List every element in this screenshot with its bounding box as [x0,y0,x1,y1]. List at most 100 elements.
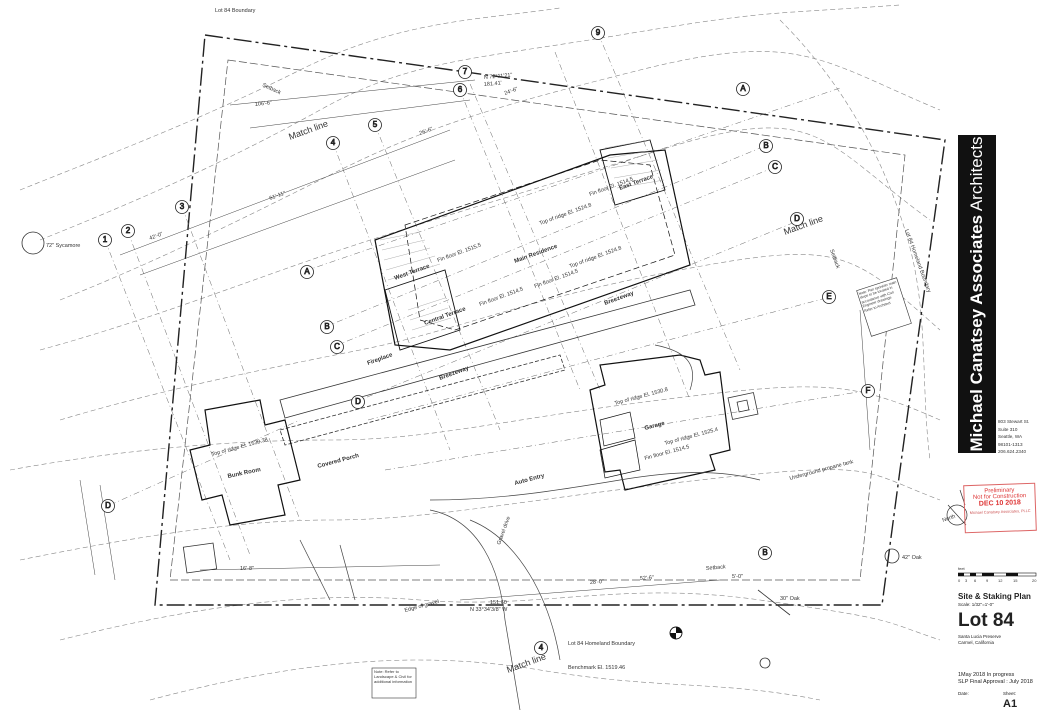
grid-bubble-label: D [355,397,361,406]
grid-bubble-label: 2 [126,226,131,235]
scale-tick: 12 [998,578,1003,583]
grid-bubble-label: E [826,292,831,301]
grid-bubble-A-right: A [736,82,750,96]
scale-tick: 15 [1013,578,1018,583]
label-match-line-1: Match line [287,118,329,141]
grid-bubble-9: 9 [591,26,605,40]
grid-bubble-C: C [330,340,344,354]
label-breezeway-2: Breezeway [604,290,636,306]
grid-bubble-6: 6 [453,83,467,97]
project-location: Santa Lucia Preserve Carmel, California [958,634,1044,646]
label-dim-2: 24'-6" [504,86,519,96]
grid-bubble-B: B [320,320,334,334]
label-dim-8: 52'-6" [640,575,654,582]
label-benchmark: Benchmark El. 1519.46 [568,665,625,671]
label-edge-of-gravel: Edge of gravel [404,599,440,614]
label-bearing-3: 151.60 [490,600,507,606]
label-dim-3: 26'-6" [419,126,434,136]
note-box-top: Note: Pair sprinkler main slope to be lo… [856,277,912,337]
grid-bubble-D-right: D [790,212,804,226]
scale-label: feet [958,566,966,571]
graphic-scale-bar: feet 0 3 6 9 12 15 20 [958,566,1037,583]
setback-line [169,59,906,581]
label-top-ridge-1: Top of ridge El. 1530.38 [211,437,269,458]
grid-bubble-label: 6 [458,85,463,94]
address-line: Suite 310 [998,426,1018,432]
grid-bubble-label: C [334,342,340,351]
sheet-title: Site & Staking Plan [958,592,1031,601]
firm-name-light: Architects [967,136,986,215]
sheet-title-block: Site & Staking Plan Scale: 1/32"=1'-0" L… [958,592,1044,646]
label-top-ridge-3: Top of ridge El. 1524.8 [569,245,623,269]
room-labels: Main Residence West Terrace East Terrace… [227,174,666,487]
terrace-hatching [379,139,665,331]
site-features [182,392,791,669]
grid-bubble-F: F [861,384,875,398]
sheet-number: A1 [1003,698,1018,710]
note-box-bottom: Note: Refer to Landscape & Civil for add… [371,667,417,699]
label-tree-sycamore: 72" Sycamore [46,243,80,249]
north-arrow-icon [946,489,968,526]
label-bearing-1: N 72°11'21" [484,73,513,81]
note-text-bottom: Note: Refer to Landscape & Civil for add… [374,669,413,684]
bunk-room-outline [189,399,301,526]
grid-bubble-3: 3 [175,200,189,214]
stamp-line: Michael Canatsey Associates, PLLC [969,508,1031,516]
label-dim-9: 5'-0" [732,574,743,580]
garage-outline [589,354,731,491]
firm-banner: Michael Canatsey Associates Architects [958,135,996,453]
note-text-top: Note: Pair sprinkler main slope to be lo… [858,280,897,313]
label-lot-boundary-3: Lot 84 Homeland Boundary [903,229,932,294]
tree-sycamore-marker [21,231,45,255]
status-line: 1May 2018 In progress [958,672,1015,678]
address-line: 803 Stewart St. [998,419,1030,424]
grid-bubble-C-right: C [768,160,782,174]
label-central-terrace: Central Terrace [424,306,468,327]
lot-number: Lot 84 [958,610,1014,631]
grid-bubble-label: 7 [463,67,468,76]
grid-bubbles: 1 2 3 4 5 6 7 9 4 A B C D E F B D B C D … [98,26,875,655]
grid-bubble-B-right: B [759,139,773,153]
label-auto-entry: Auto Entry [514,473,546,487]
grid-bubble-label: A [304,267,310,276]
annotation-labels: Match line Match line Match line Setback… [46,8,956,675]
status-line: SLP Final Approval : July 2018 [958,679,1033,685]
grid-bubble-label: 3 [180,202,185,211]
grid-bubble-label: C [772,162,778,171]
label-gravel-drive: Gravel drive [496,516,512,546]
grid-bubble-A: A [300,265,314,279]
label-dim-6: 16'-8" [240,566,254,572]
scale-tick: 9 [986,578,989,583]
location-line: Santa Lucia Preserve [958,634,1002,639]
tree-oak-marker [884,548,900,564]
grid-bubble-label: B [762,548,767,557]
grid-bubble-B-bottom: B [758,546,772,560]
firm-name-bold: Michael Canatsey Associates [967,214,986,452]
label-north: North [942,514,957,524]
topo-contours [9,4,941,701]
location-line: Carmel, California [958,640,995,645]
grid-bubble-D-left: D [101,499,115,513]
label-top-ridge-4: Top of ridge El. 1530.8 [614,387,669,407]
grid-bubble-4: 4 [326,136,340,150]
label-bunk-room: Bunk Room [227,467,261,480]
grid-bubble-label: 9 [596,28,601,37]
label-setback-3: Setback [706,564,727,572]
label-garage: Garage [644,421,666,432]
label-lot-boundary-2: Lot 84 Homeland Boundary [568,641,635,647]
grid-bubble-label: B [763,141,768,150]
firm-address: 803 Stewart St. Suite 310 Seattle, WA 98… [998,418,1044,456]
label-dim-4: 42'-0" [149,231,164,241]
label-fireplace: Fireplace [367,352,394,367]
preliminary-stamp: Preliminary Not for Construction DEC 10 … [963,482,1037,534]
auto-entry-drive [299,344,761,711]
label-fin-floor-5: Fin floor El. 1514.5 [644,444,690,462]
dimension-lines [79,79,871,601]
label-top-ridge-2: Top of ridge El. 1524.8 [539,202,593,226]
grid-bubble-5: 5 [368,118,382,132]
grid-bubble-label: B [324,322,329,331]
sheet-scale: Scale: 1/32"=1'-0" [958,602,994,607]
firm-name: Michael Canatsey Associates Architects [967,137,987,452]
grid-bubble-label: D [105,501,111,510]
